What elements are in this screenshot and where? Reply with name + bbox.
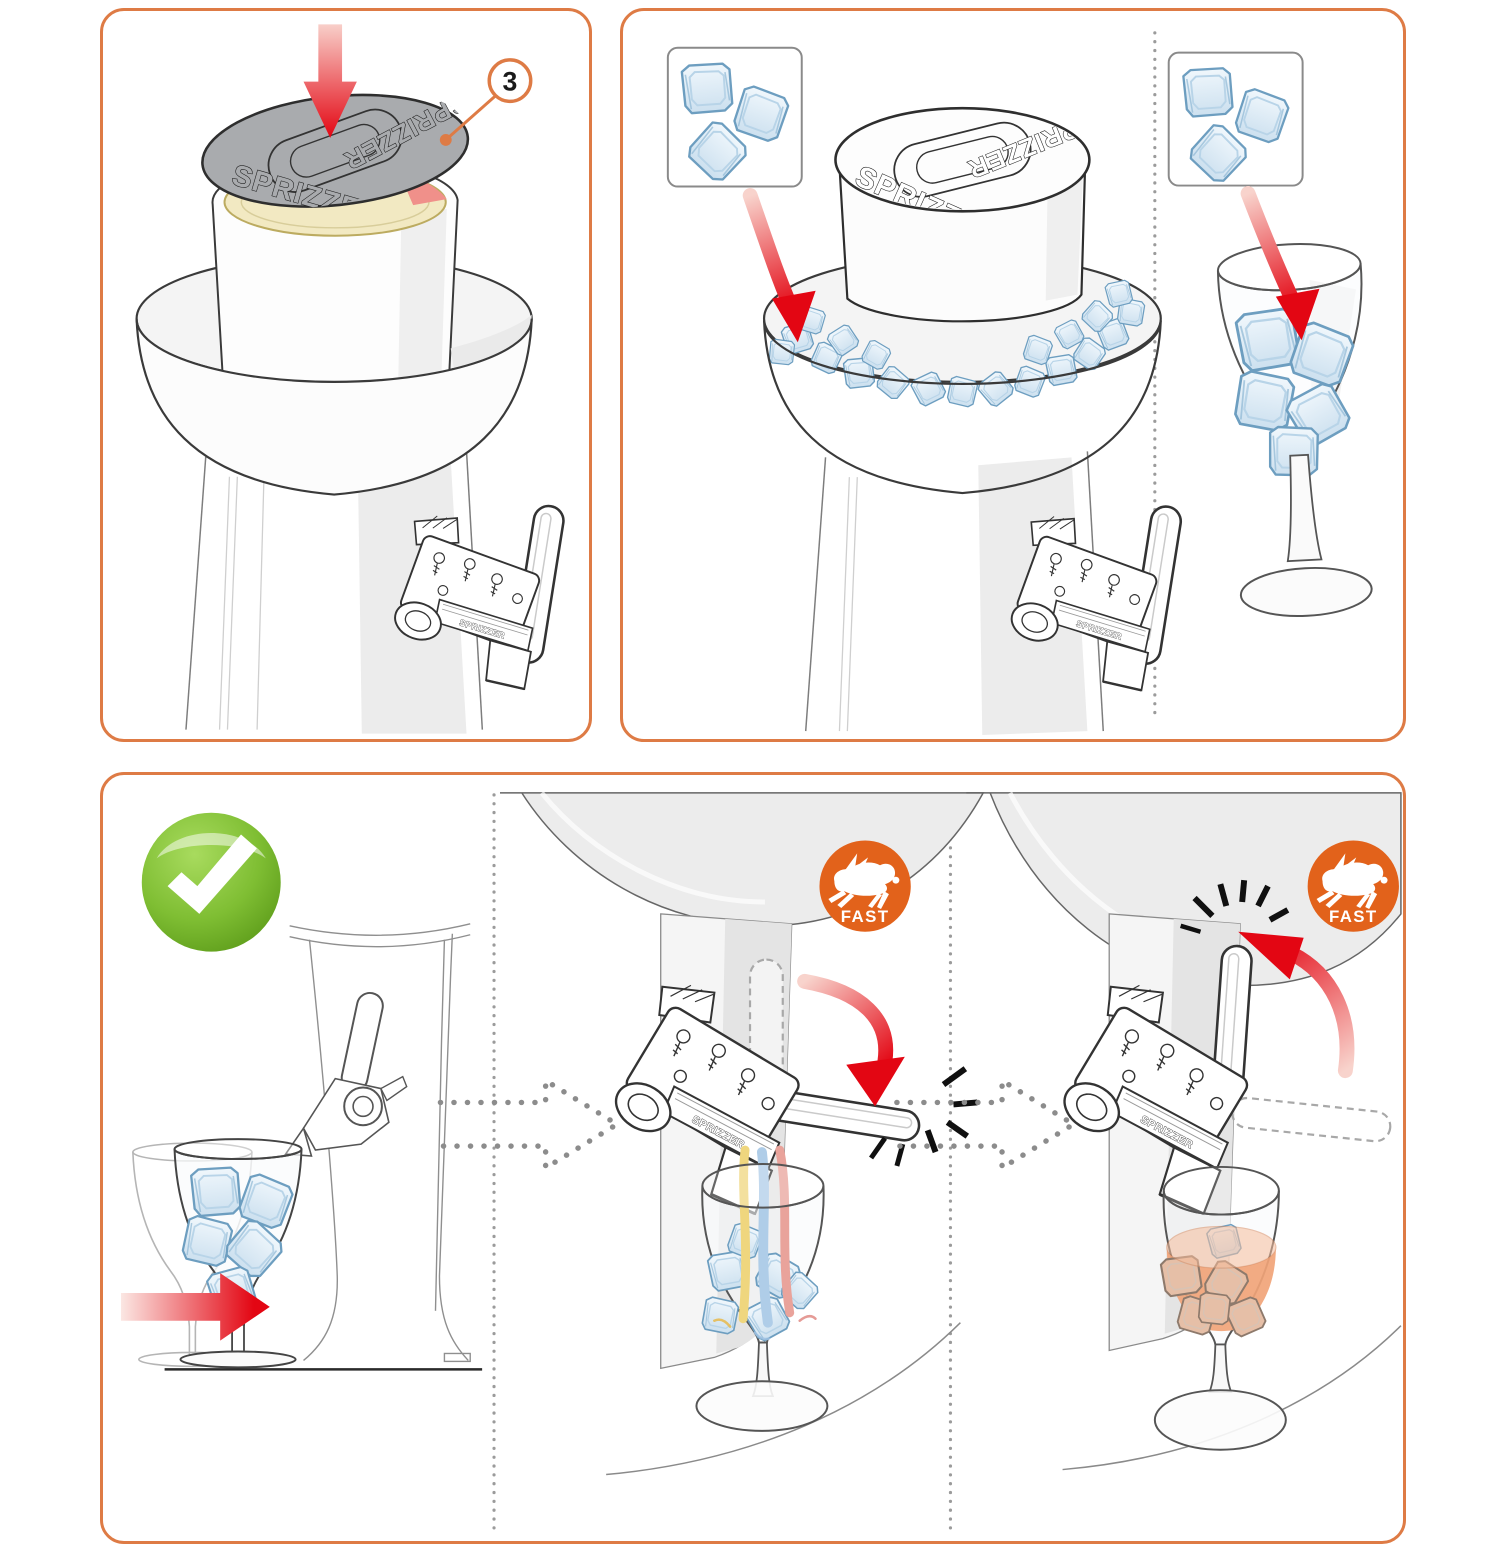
cap-grip: [893, 121, 1032, 198]
wine-glass-with-ice: [173, 1138, 303, 1369]
orange-drink: [1159, 1221, 1277, 1340]
bowl-front-wall: [135, 314, 533, 496]
click-burst-icon: [869, 1066, 978, 1167]
pour-ice-arrow-right: [1240, 186, 1320, 341]
sprizzer-cap-white: SPRIZZER SPRIZZER: [834, 106, 1091, 323]
callout-number: 3: [503, 67, 518, 97]
step-callout: 3: [439, 58, 533, 146]
push-glass-arrow-icon: [120, 1273, 270, 1341]
press-cap-illustration: SPRIZZER SPRIZZER 3: [135, 24, 573, 734]
panel-serve-steps: [100, 772, 1406, 1544]
ice-cubes-inset-right: [1167, 51, 1304, 187]
fast-rabbit-badge: [1307, 840, 1399, 932]
pour-ice-arrow-left: [742, 188, 816, 343]
serve-illustration: [120, 791, 1402, 1531]
panel-add-ice: SPRIZZER SPRIZZER: [620, 8, 1406, 742]
bowl-underside: [499, 792, 985, 927]
fast-rabbit-badge: [819, 840, 911, 932]
proceed-arrow-icon: [440, 1081, 617, 1168]
click-burst-icon: [1180, 879, 1290, 934]
panel-press-cap: SPRIZZER SPRIZZER 3: [100, 8, 592, 742]
ice-cubes-inset-left: [666, 46, 803, 188]
checkmark-icon: [141, 812, 281, 952]
scene-close-tap: [897, 791, 1402, 1471]
lever-close-arrow-icon: [1238, 931, 1355, 1079]
lever-ghost-up: [748, 958, 784, 1084]
tap-side-view: [284, 991, 408, 1157]
wine-glass-pouring: [695, 1145, 829, 1432]
proceed-arrow-icon: [897, 1081, 1074, 1168]
press-down-arrow-icon: [303, 24, 357, 138]
scene-open-tap: [440, 791, 985, 1476]
bowl-front-wall: [762, 320, 1162, 495]
lever-ghost-down: [1231, 1096, 1392, 1143]
wine-glass-filled: [1153, 1165, 1287, 1451]
add-ice-illustration: SPRIZZER SPRIZZER: [666, 31, 1373, 736]
wine-glass-with-ice: [1216, 243, 1373, 617]
lever-open-arrow-icon: [797, 973, 905, 1107]
scene-place-glass: [120, 923, 483, 1371]
dispenser-side-outline: [289, 923, 471, 1363]
